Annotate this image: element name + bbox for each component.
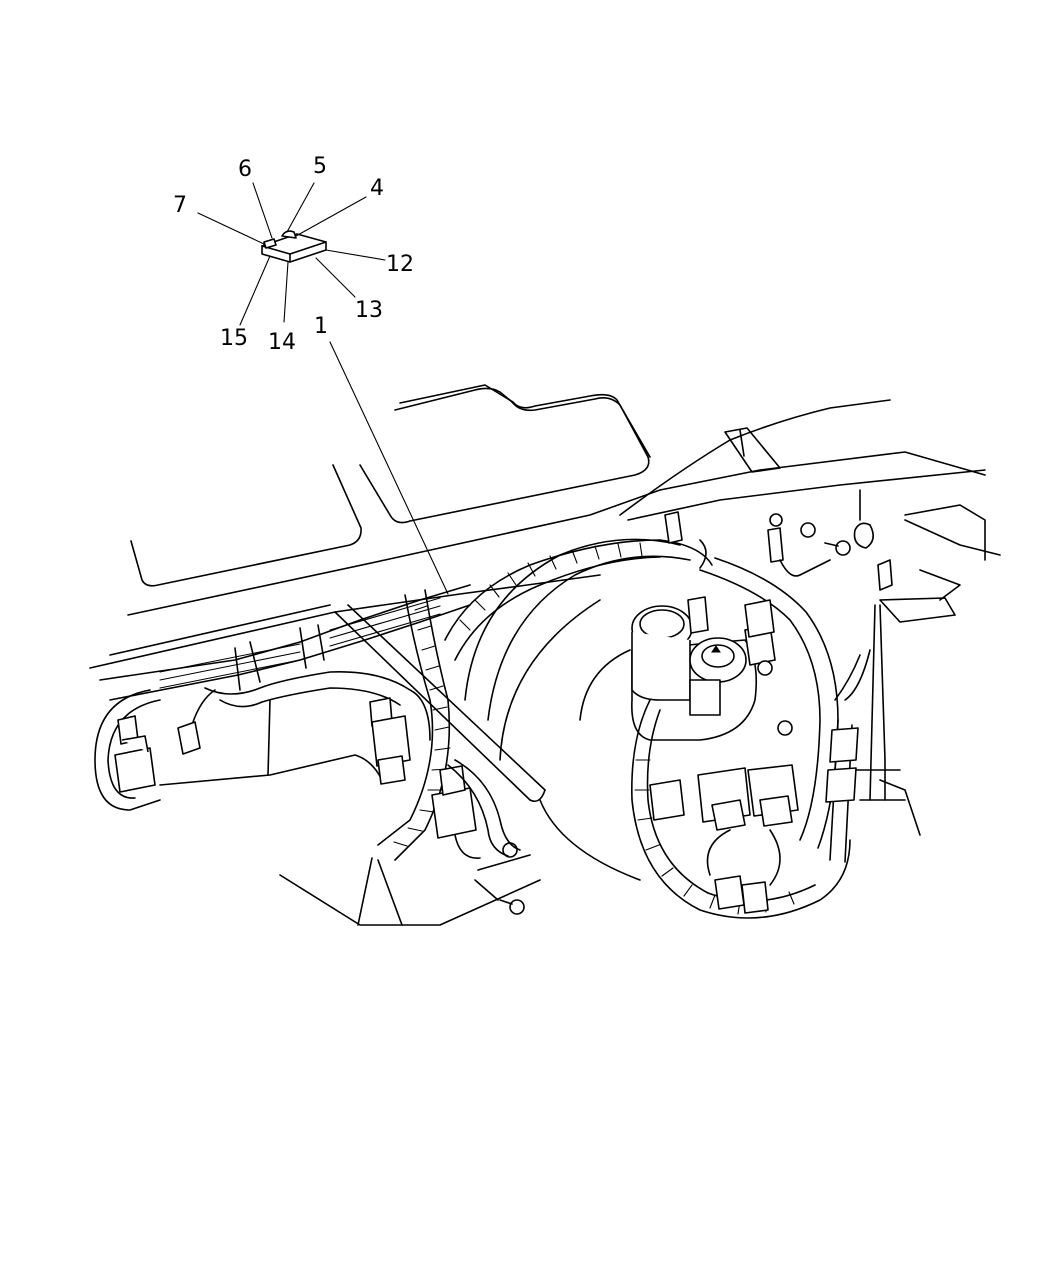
callout-6: 6	[238, 157, 252, 182]
master-cylinder	[631, 605, 776, 741]
callout-12: 12	[386, 252, 414, 277]
callout-13: 13	[355, 298, 383, 323]
callout-15: 15	[220, 326, 248, 351]
module-leader-lines	[197, 182, 449, 595]
callout-14: 14	[268, 330, 296, 355]
callout-7: 7	[173, 193, 187, 218]
body-panel	[89, 384, 986, 669]
callout-labels: 6 5 4 7 12 13 15 14 1	[173, 154, 414, 355]
callout-4: 4	[370, 176, 384, 201]
callout-5: 5	[313, 154, 327, 179]
strut-bracket	[849, 489, 1001, 836]
wiring-harness	[94, 584, 546, 861]
booster-harness-loop	[444, 511, 871, 919]
callout-1: 1	[314, 314, 328, 339]
fasteners	[499, 513, 851, 915]
